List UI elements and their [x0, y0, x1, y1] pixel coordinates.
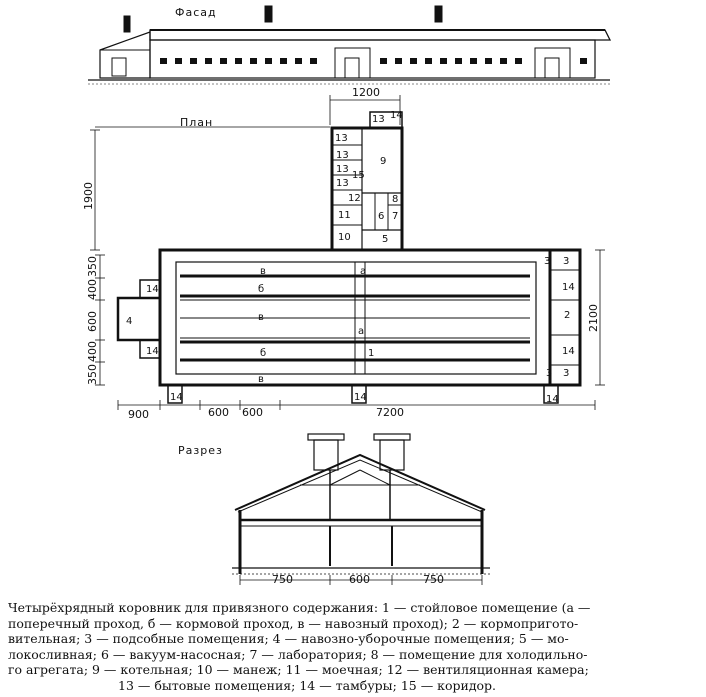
mark-12: 12: [348, 193, 361, 204]
mark-a-mid: a: [358, 326, 364, 337]
mark-13c: 13: [336, 164, 349, 175]
main-barn: [116, 248, 582, 404]
mark-10: 10: [338, 232, 351, 243]
plan-heading: План: [180, 116, 213, 129]
left-dim-350a: 350: [86, 256, 99, 277]
mark-11: 11: [338, 210, 351, 221]
mark-b-top: б: [258, 284, 264, 295]
total-width-dim: 2100: [587, 304, 600, 332]
caption-line-4: локосливная; 6 — вакуум-насосная; 7 — ла…: [8, 646, 588, 662]
mark-14-b2: 14: [354, 392, 367, 403]
mark-13b: 13: [336, 150, 349, 161]
mark-v-low: в: [258, 374, 264, 385]
mark-14-b3: 14: [546, 394, 559, 405]
mark-3-rt: 3: [544, 256, 550, 267]
left-dim-600: 600: [86, 311, 99, 332]
mark-14-b1: 14: [170, 392, 183, 403]
caption-line-2: поперечный проход, б — кормовой проход, …: [8, 615, 579, 631]
mark-14-lt: 14: [146, 284, 159, 295]
left-dim-400b: 400: [86, 341, 99, 362]
annex-dimension: [329, 95, 401, 125]
mark-14-rt: 14: [562, 282, 575, 293]
section-dim-left: 750: [272, 573, 293, 586]
facade-heading: Фасад: [175, 6, 217, 19]
total-length-dim: 7200: [376, 406, 404, 419]
mark-v-mid: в: [258, 312, 264, 323]
mark-v-top: в: [260, 266, 266, 277]
mark-13a: 13: [335, 133, 348, 144]
left-extent-dim: 900: [128, 408, 149, 421]
mark-6: 6: [378, 211, 384, 222]
figure-caption: Четырёхрядный коровник для привязного со…: [8, 600, 698, 694]
mark-3-rb2: 3: [563, 368, 569, 379]
mark-13d: 13: [336, 178, 349, 189]
section-dim-right: 750: [423, 573, 444, 586]
left-dim-350b: 350: [86, 364, 99, 385]
caption-line-1: Четырёхрядный коровник для привязного со…: [8, 600, 591, 615]
mark-7: 7: [392, 211, 398, 222]
section-heading: Разрез: [178, 444, 223, 457]
service-annex: [330, 111, 404, 252]
mark-8: 8: [392, 194, 398, 205]
section-dim-mid: 600: [349, 573, 370, 586]
mark-4: 4: [126, 316, 132, 327]
annex-length-dim: 1900: [82, 182, 95, 210]
mark-5: 5: [382, 234, 388, 245]
mark-14-top: 14: [390, 110, 403, 121]
left-dim-400a: 400: [86, 279, 99, 300]
mark-9: 9: [380, 156, 386, 167]
mark-14-lb: 14: [146, 346, 159, 357]
mark-14-rb: 14: [562, 346, 575, 357]
mark-3-rt2: 3: [563, 256, 569, 267]
bay-b-dim: 600: [242, 406, 263, 419]
annex-width-dim: 1200: [352, 86, 380, 99]
facade-view: [88, 5, 612, 85]
bay-a-dim: 600: [208, 406, 229, 419]
mark-a-top: a: [360, 266, 366, 277]
section-view: [232, 433, 490, 585]
mark-3-rb: 3: [546, 368, 552, 379]
mark-13e: 13: [372, 114, 385, 125]
caption-line-6: 13 — бытовые помещения; 14 — тамбуры; 15…: [118, 677, 497, 693]
barn-drawing: Фасад План 1200 1900 13 13 13 15 13 12: [82, 5, 612, 586]
caption-line-5: го агрегата; 9 — котельная; 10 — манеж; …: [8, 662, 589, 678]
facade-windows: [160, 58, 587, 64]
mark-1: 1: [368, 348, 374, 359]
mark-b-low: б: [260, 348, 266, 359]
mark-2: 2: [564, 310, 570, 321]
mark-15: 15: [352, 170, 365, 181]
caption-line-3: вительная; 3 — подсобные помещения; 4 — …: [8, 631, 569, 647]
